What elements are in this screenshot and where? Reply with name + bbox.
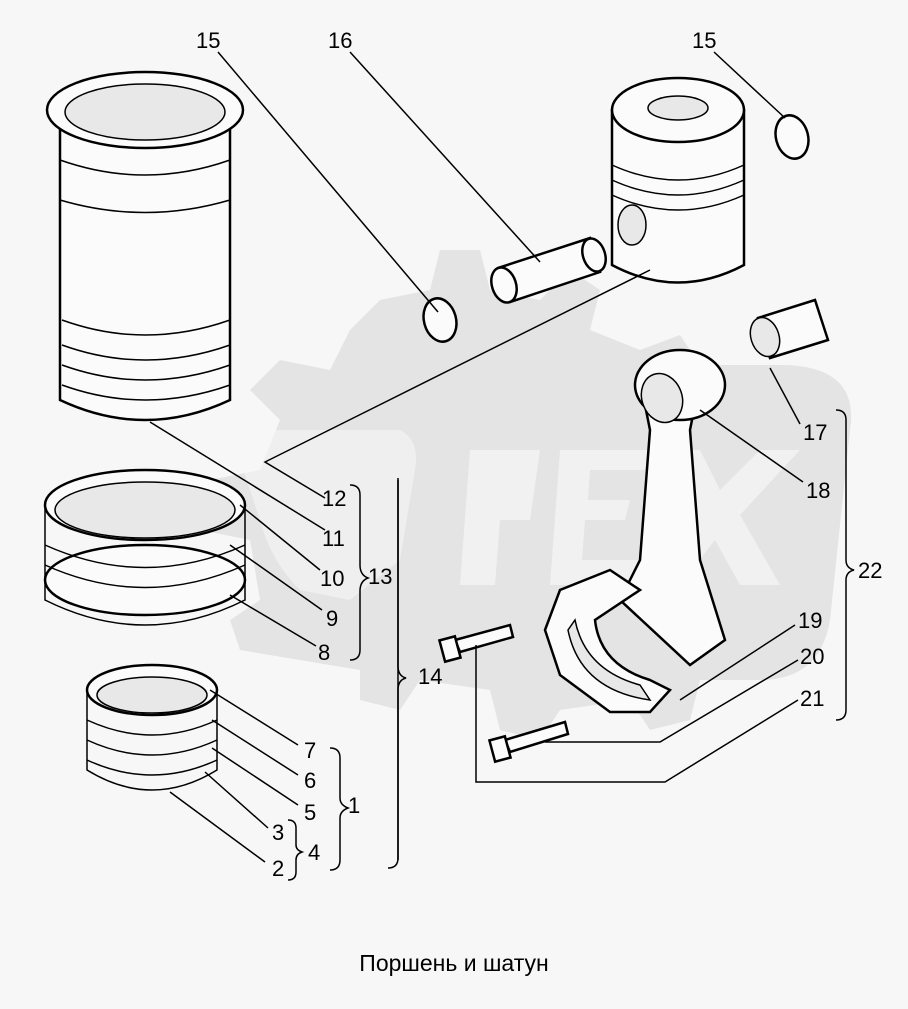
piston-rings-small	[85, 663, 219, 791]
callout-19: 19	[798, 608, 822, 633]
callout-14: 14	[418, 664, 442, 689]
braces	[287, 409, 855, 881]
circlip-right	[774, 114, 810, 160]
piston-pin	[490, 236, 607, 304]
callout-20: 20	[800, 644, 824, 669]
cylinder-liner	[45, 70, 245, 422]
callout-18: 18	[806, 478, 830, 503]
callout-8: 8	[318, 640, 330, 665]
callout-3: 3	[272, 820, 284, 845]
callout-15-left: 15	[196, 28, 220, 53]
callout-6: 6	[304, 768, 316, 793]
piston	[610, 76, 746, 284]
callout-16: 16	[328, 28, 352, 53]
callout-2: 2	[272, 856, 284, 881]
callout-10: 10	[320, 566, 344, 591]
conrod-bolt-lower	[487, 720, 570, 764]
piston-rings-large	[43, 468, 247, 626]
callout-17: 17	[803, 420, 827, 445]
connecting-rod	[543, 348, 727, 714]
callout-22: 22	[858, 558, 882, 583]
circlip-left	[422, 297, 458, 343]
callout-5: 5	[304, 800, 316, 825]
callout-1: 1	[348, 793, 360, 818]
diagram-caption: Поршень и шатун	[359, 950, 549, 976]
callout-13: 13	[368, 564, 392, 589]
callout-12: 12	[322, 486, 346, 511]
callout-21: 21	[800, 686, 824, 711]
callout-15-right: 15	[692, 28, 716, 53]
callout-labels: 15 16 15 17 18 12 11 10 13 9 8 22 19 20 …	[196, 28, 882, 881]
small-end-bushing	[749, 298, 830, 360]
callout-11: 11	[322, 526, 345, 551]
conrod-bolt-upper	[437, 623, 515, 664]
callout-9: 9	[326, 606, 338, 631]
callout-4: 4	[308, 840, 320, 865]
callout-7: 7	[304, 738, 316, 763]
